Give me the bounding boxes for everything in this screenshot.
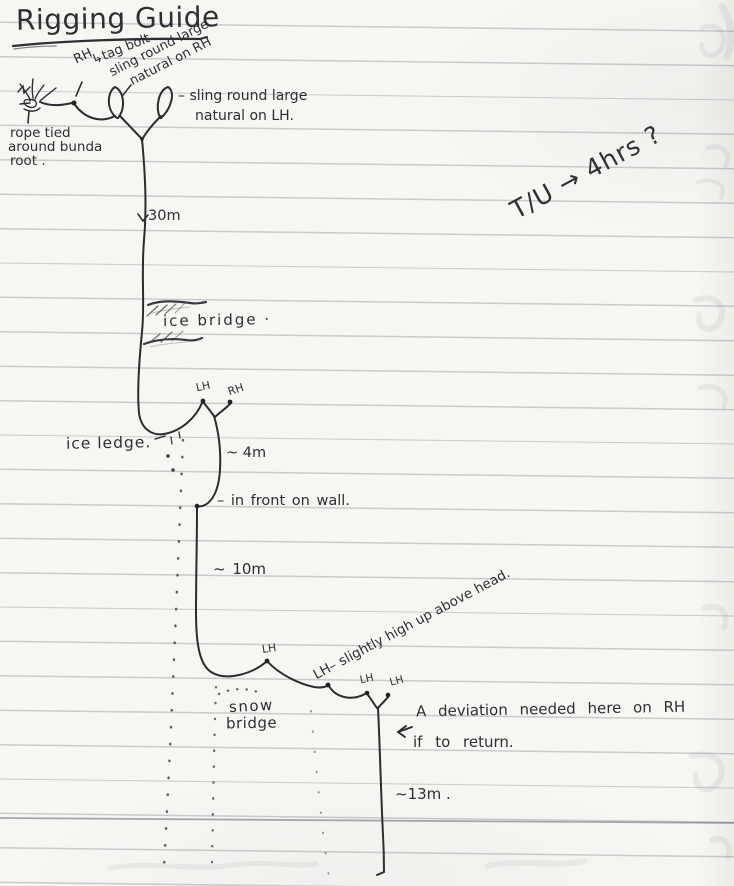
ice-ledge-label: ice ledge.	[65, 433, 152, 453]
pointer-ticks	[75, 81, 149, 223]
ice-bridge-label: ice bridge ·	[162, 310, 272, 330]
ledge-drop-label: ~ 4m	[226, 445, 267, 461]
bleed-through-marks	[107, 2, 734, 871]
ice-bridge-hatch	[142, 300, 208, 348]
ledge-anchor-lh-dot	[200, 398, 206, 404]
sling-note-tick	[122, 84, 132, 96]
sling-note-lh-line2: natural on LH.	[195, 108, 294, 124]
ice-ledge-marks	[154, 431, 181, 472]
traverse-anchor3-dot	[364, 690, 370, 696]
sling-loop-left	[107, 85, 124, 119]
wall-anchor-dot	[194, 503, 200, 509]
pitch1-length-label: 30m	[148, 208, 181, 224]
traverse-anchor1-dot	[264, 658, 270, 664]
yhang-knot-dot	[140, 137, 144, 141]
root-sketch	[17, 78, 57, 124]
rope-path	[39, 85, 389, 876]
sling-note-lh-line1: – sling round large	[178, 88, 308, 104]
heavy-ruled-line	[0, 817, 734, 824]
traverse-anchor1-label: LH	[261, 641, 278, 656]
pitch2-length-label: ~ 10m	[213, 560, 267, 578]
bolt-tick	[75, 81, 83, 97]
anchor-dots	[71, 100, 391, 698]
dotted-guidelines	[162, 438, 331, 879]
root-note-line2: around bunda	[8, 139, 103, 155]
title-underline	[11, 36, 208, 50]
sling-loop-right	[156, 85, 173, 119]
root-note-line3: root .	[10, 153, 46, 169]
deviation-note-line2: if to return.	[413, 733, 514, 751]
deviation-arrow-icon	[397, 725, 413, 738]
root-note-line1: rope tied	[10, 125, 71, 141]
wall-note-label: – in front on wall.	[217, 493, 350, 509]
snow-bridge-label-line2: bridge	[225, 713, 278, 733]
bolt-dot	[71, 100, 77, 106]
traverse-anchor2-dot	[325, 682, 331, 688]
traverse-anchor4-dot	[385, 692, 391, 698]
pitch3-length-label: ~13m .	[395, 785, 451, 803]
ledge-anchor-rh-dot	[227, 399, 233, 405]
descend-v-mark	[137, 213, 149, 223]
